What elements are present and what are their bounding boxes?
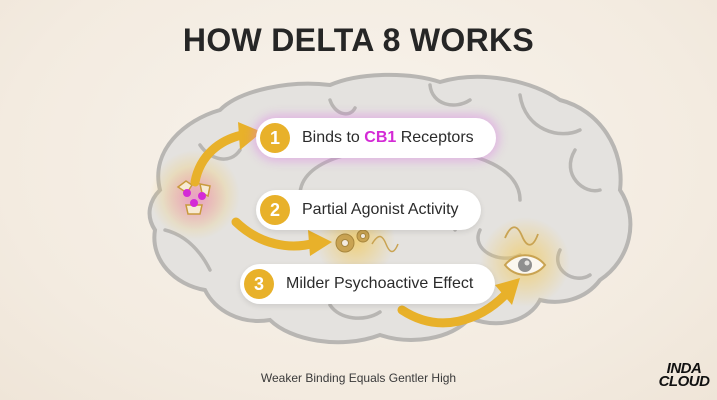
step-1-label: Binds to CB1 Receptors: [302, 129, 474, 147]
step-3-label: Milder Psychoactive Effect: [286, 275, 474, 292]
molecule-icon: [176, 180, 211, 215]
logo-line-1: INDA: [666, 360, 702, 377]
gears-icon: [335, 229, 370, 253]
step-2-label: Partial Agonist Activity: [302, 201, 459, 218]
arrow-icon-2: [231, 217, 332, 256]
step-1-card: 1 Binds to CB1 Receptors: [256, 118, 496, 158]
step-3-card: 3 Milder Psychoactive Effect: [240, 264, 496, 304]
page-title: HOW DELTA 8 WORKS: [182, 22, 535, 58]
step-3-number-badge: 3: [244, 269, 274, 299]
step-2-card: 2 Partial Agonist Activity: [256, 190, 481, 230]
logo-line-2: CLOUD: [658, 373, 710, 390]
step-2-number-badge: 2: [260, 195, 290, 225]
brand-logo: INDA CLOUD: [654, 360, 714, 390]
wave-icon-2: [504, 226, 539, 246]
wave-icon-1: [371, 235, 399, 253]
step-1-label-after: Receptors: [396, 129, 474, 146]
caption: Weaker Binding Equals Gentler High: [260, 371, 457, 385]
arrow-icon-1: [190, 122, 262, 187]
step-1-label-before: Binds to: [302, 129, 365, 146]
arrow-icon-3: [397, 278, 520, 328]
cb1-highlight: CB1: [364, 129, 397, 146]
eye-icon: [503, 254, 547, 276]
step-1-number-badge: 1: [260, 123, 290, 153]
